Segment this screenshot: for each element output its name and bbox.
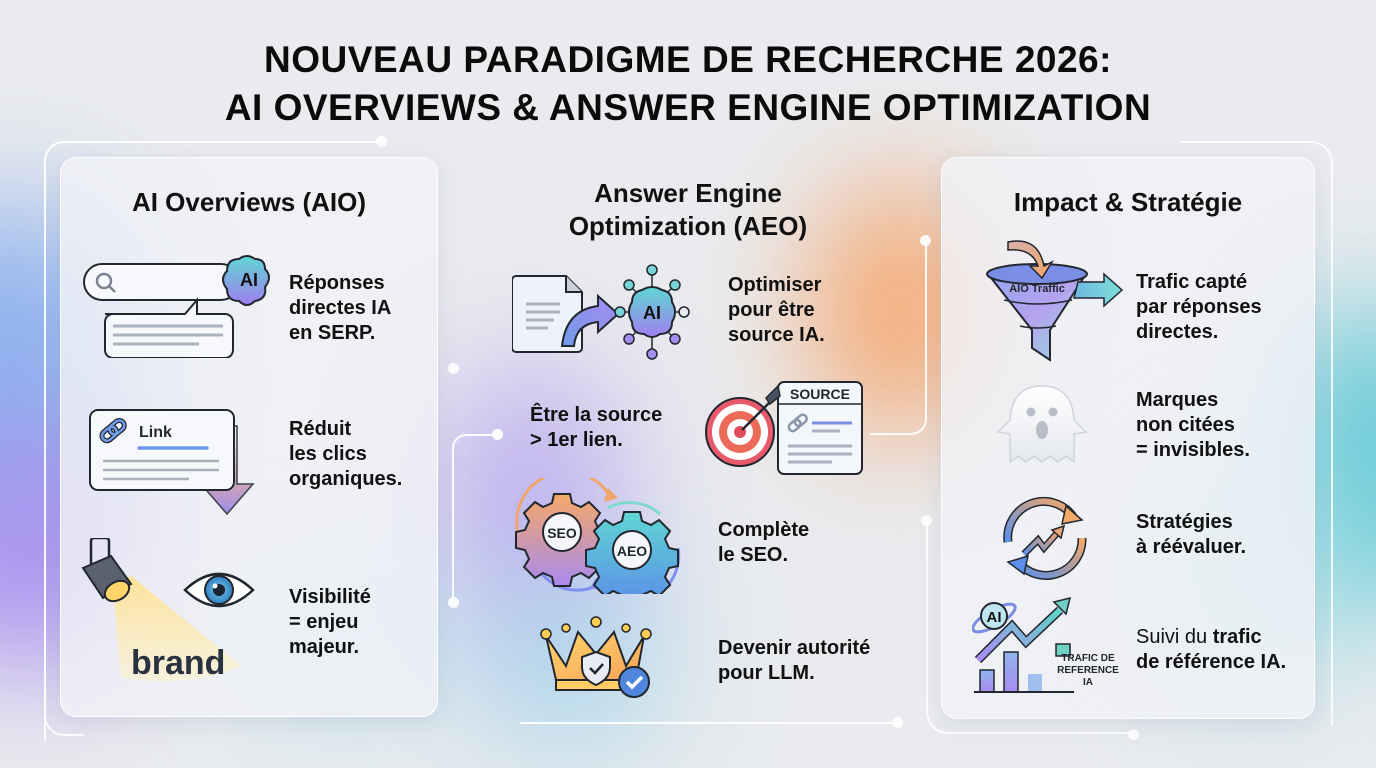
connector-line — [44, 560, 84, 736]
connector-node — [1128, 729, 1139, 740]
svg-text:AIO Traffic: AIO Traffic — [1009, 283, 1065, 295]
target-source-card-icon: SOURCE — [705, 381, 863, 475]
seo-aeo-gears-icon: SEO AEO — [515, 478, 681, 594]
connector-node — [448, 363, 459, 374]
refresh-trend-icon — [1003, 497, 1087, 580]
title-line-2: AI OVERVIEWS & ANSWER ENGINE OPTIMIZATIO… — [224, 87, 1152, 128]
svg-text:AEO: AEO — [617, 543, 647, 559]
spotlight-eye-brand-icon: brand — [81, 538, 255, 682]
svg-text:brand: brand — [131, 644, 225, 682]
aeo-item-2-text: Être la source > 1er lien. — [530, 404, 663, 451]
funnel-traffic-icon: AIO Traffic — [986, 240, 1124, 362]
aeo-item-1-text: Optimiser pour être source IA. — [728, 274, 825, 346]
link-down-arrow-icon: Link — [89, 409, 255, 516]
search-ai-answer-icon: AI — [83, 255, 270, 358]
connector-line — [44, 141, 384, 741]
connector-line — [926, 520, 1136, 734]
connector-node — [492, 429, 503, 440]
connector-line — [870, 240, 927, 435]
aio-item-2-text: Réduit les clics organiques. — [289, 418, 403, 490]
connector-node — [921, 515, 932, 526]
page-title: NOUVEAU PARADIGME DE RECHERCHE 2026: AI … — [0, 36, 1376, 132]
panel-ai-overviews: AI Overviews (AIO) AI Réponses directes … — [60, 157, 438, 717]
connector-node — [376, 136, 387, 147]
panel-impact-strategie: Impact & Stratégie AIO Traffic Trafic ca… — [941, 157, 1315, 719]
connector-node — [920, 235, 931, 246]
impact-item-3-text: Stratégies à réévaluer. — [1136, 511, 1247, 558]
connector-line — [452, 434, 498, 602]
crown-shield-check-icon — [540, 616, 652, 698]
connector-node — [448, 597, 459, 608]
ai-referral-chart-icon: AI TRAFIC DE REFERENCE IA — [972, 596, 1119, 693]
aeo-item-4-text: Devenir autorité pour LLM. — [718, 637, 871, 684]
right-outer-frame — [1180, 141, 1333, 726]
svg-text:REFERENCE: REFERENCE — [1057, 665, 1119, 676]
impact-item-1-text: Trafic capté par réponses directes. — [1136, 271, 1262, 343]
panel-title-impact: Impact & Stratégie — [1013, 187, 1243, 217]
aio-item-3-text: Visibilité = enjeu majeur. — [289, 586, 371, 658]
svg-text:AI: AI — [643, 303, 661, 323]
aio-item-1-text: Réponses directes IA en SERP. — [289, 272, 392, 344]
svg-text:Link: Link — [139, 424, 172, 441]
svg-text:IA: IA — [1083, 677, 1093, 688]
document-to-ai-brain-icon: AI — [512, 264, 690, 360]
svg-text:SOURCE: SOURCE — [790, 386, 850, 402]
connector-line — [520, 722, 898, 724]
title-line-1: NOUVEAU PARADIGME DE RECHERCHE 2026: — [264, 39, 1112, 80]
panel-title-aio: AI Overviews (AIO) — [131, 187, 367, 217]
aeo-item-3-text: Complète le SEO. — [718, 519, 810, 566]
svg-text:AI: AI — [987, 609, 1002, 626]
ghost-icon — [996, 385, 1088, 464]
panel-title-aeo: Answer Engine Optimization (AEO) — [568, 178, 808, 241]
svg-text:AI: AI — [240, 270, 258, 290]
impact-item-4-text: Suivi du trafic de référence IA. — [1136, 626, 1287, 673]
svg-text:SEO: SEO — [547, 525, 577, 541]
impact-item-2-text: Marques non citées = invisibles. — [1136, 389, 1250, 461]
connector-node — [892, 717, 903, 728]
svg-text:TRAFIC DE: TRAFIC DE — [1061, 653, 1115, 664]
